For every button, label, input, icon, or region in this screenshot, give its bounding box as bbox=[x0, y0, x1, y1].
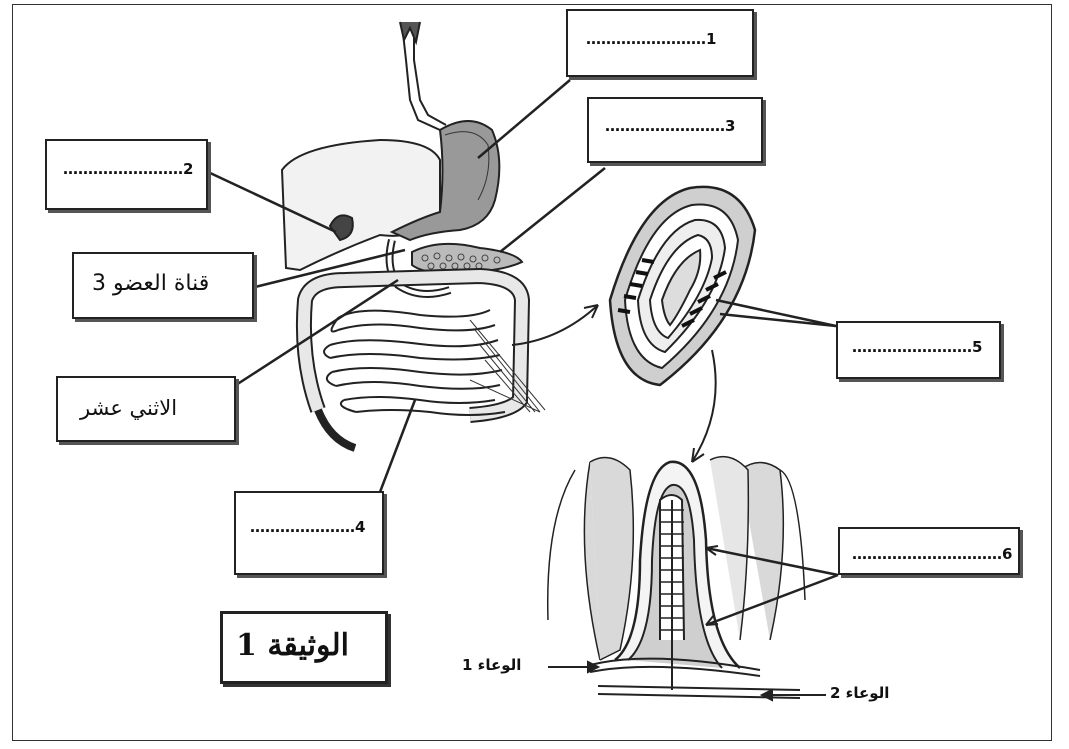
document-title: الوثيقة 1 bbox=[236, 628, 349, 663]
leader-1 bbox=[478, 80, 570, 158]
label-3-text: ……………………3 bbox=[605, 117, 735, 135]
duodenum-label: الاثني عشر bbox=[80, 396, 177, 420]
leader-4 bbox=[380, 400, 415, 492]
leader-5a bbox=[716, 300, 836, 326]
leader-5b bbox=[720, 314, 836, 326]
vessel2-label: الوعاء 2 bbox=[830, 684, 889, 702]
esophagus bbox=[400, 22, 446, 130]
small-intestine bbox=[324, 310, 505, 415]
leader-duodenum bbox=[236, 280, 398, 385]
leader-3 bbox=[500, 168, 605, 252]
intestine-section bbox=[610, 187, 755, 385]
villi bbox=[548, 457, 805, 698]
vessel1-label: الوعاء 1 bbox=[462, 656, 521, 674]
label-1-text: ……………………1 bbox=[586, 30, 716, 48]
large-intestine bbox=[304, 276, 522, 415]
label-2-text: ……………………2 bbox=[63, 160, 193, 178]
label-4-text: …………………4 bbox=[250, 518, 365, 536]
organ3-duct-label: قناة العضو 3 bbox=[92, 271, 209, 296]
label-6-text: …………………………6 bbox=[852, 545, 1012, 563]
zoom-arrow-2 bbox=[692, 350, 716, 462]
label-5-text: ……………………5 bbox=[852, 338, 982, 356]
